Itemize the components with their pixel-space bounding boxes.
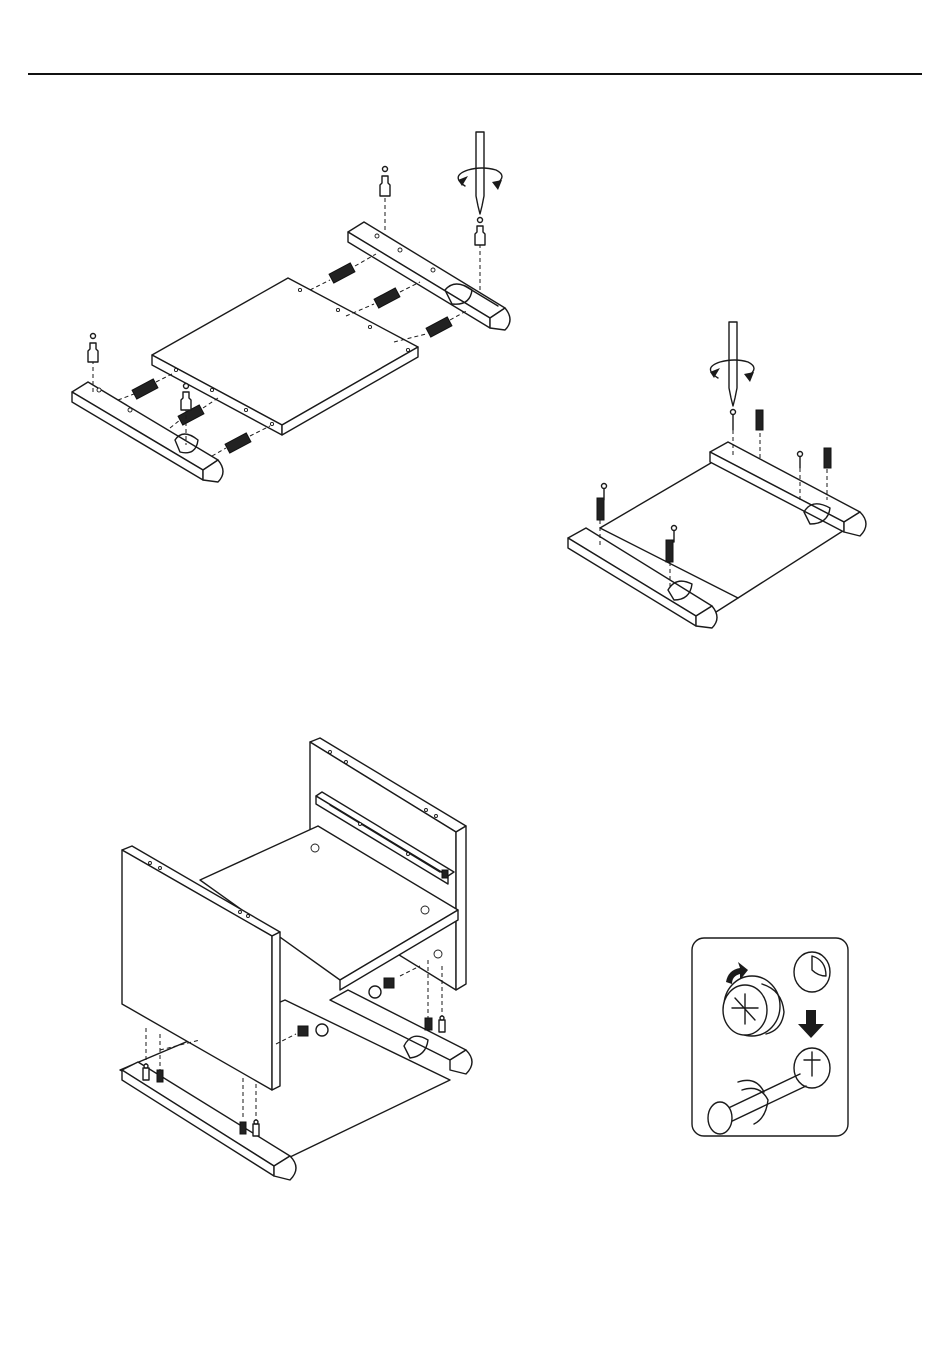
front-rail [72,382,223,482]
step-rails-fittings [568,322,866,628]
screwdriver-icon [729,322,737,406]
rear-rail [348,222,510,330]
step-shelf-to-side-rails [72,132,510,482]
detail-cam-lock-inset [692,938,848,1136]
screwdriver-icon [476,132,484,214]
step-side-panels-to-base [120,738,472,1180]
